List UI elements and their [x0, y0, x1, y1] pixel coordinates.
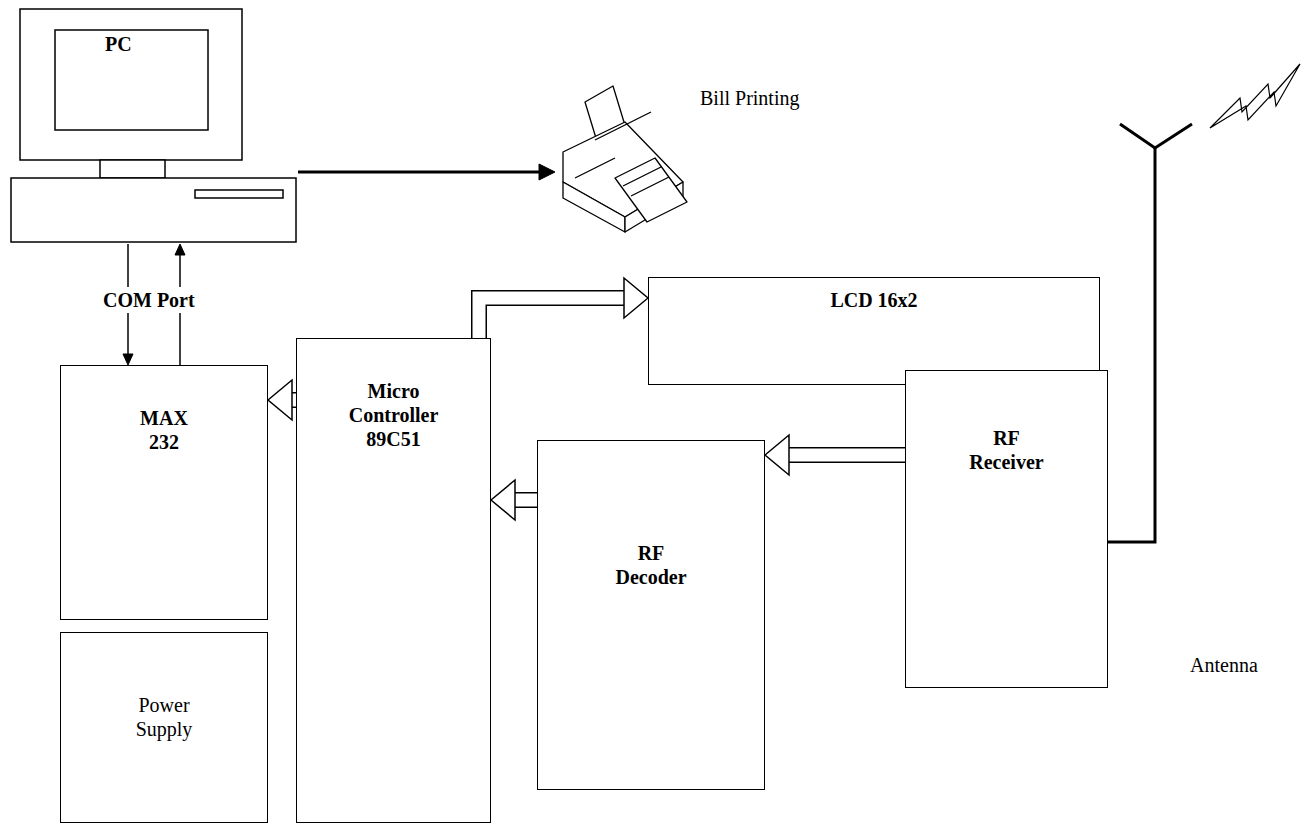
node-text: Micro Controller 89C51	[334, 379, 454, 451]
arrow-shaft-fill	[515, 494, 537, 507]
arrow-head	[624, 278, 648, 318]
interface-box: MAX 232	[60, 365, 268, 620]
arrow-shaft-fill	[789, 449, 905, 462]
antenna-symbol	[1108, 124, 1192, 542]
node-text: Bill Printing	[700, 86, 799, 110]
decoder-box: RF Decoder	[537, 440, 765, 790]
power-box: Power Supply	[60, 632, 268, 823]
computer-icon-outline	[10, 8, 298, 244]
node-text: Power Supply	[124, 693, 204, 741]
node-text: LCD 16x2	[830, 288, 917, 312]
connector-arrow	[298, 164, 555, 180]
printer-icon: Bill Printing	[555, 82, 825, 237]
arrow-head	[491, 480, 515, 520]
controller-box: Micro Controller 89C51	[296, 338, 491, 823]
receiver-box: RF Receiver	[905, 370, 1108, 688]
arrow-head	[123, 354, 133, 365]
computer-icon: PC	[10, 8, 298, 244]
connector-arrow	[765, 435, 905, 475]
printer-icon-outline	[555, 82, 695, 237]
node-text: RF Decoder	[606, 541, 696, 589]
arrow-shaft-outline	[789, 447, 905, 463]
signal-bolt	[1210, 64, 1300, 128]
arrow-head	[765, 435, 789, 475]
connector-arrow	[268, 380, 296, 420]
arrow-shaft-fill	[479, 298, 624, 338]
arrow-shaft-outline	[479, 298, 624, 338]
arrow-head	[175, 244, 185, 255]
arrow-head	[268, 380, 292, 420]
arrow-shaft-outline	[515, 492, 537, 508]
node-text: MAX 232	[134, 406, 194, 454]
connector-arrow	[479, 278, 648, 338]
connector-arrow	[491, 480, 537, 520]
node-text: PC	[105, 32, 132, 56]
arrow-shaft	[298, 171, 539, 174]
display-box: LCD 16x2	[648, 277, 1100, 385]
antenna-label: Antenna	[1190, 653, 1258, 677]
port-label: COM Port	[100, 287, 198, 313]
arrow-head	[539, 164, 555, 180]
node-text: RF Receiver	[962, 426, 1052, 474]
